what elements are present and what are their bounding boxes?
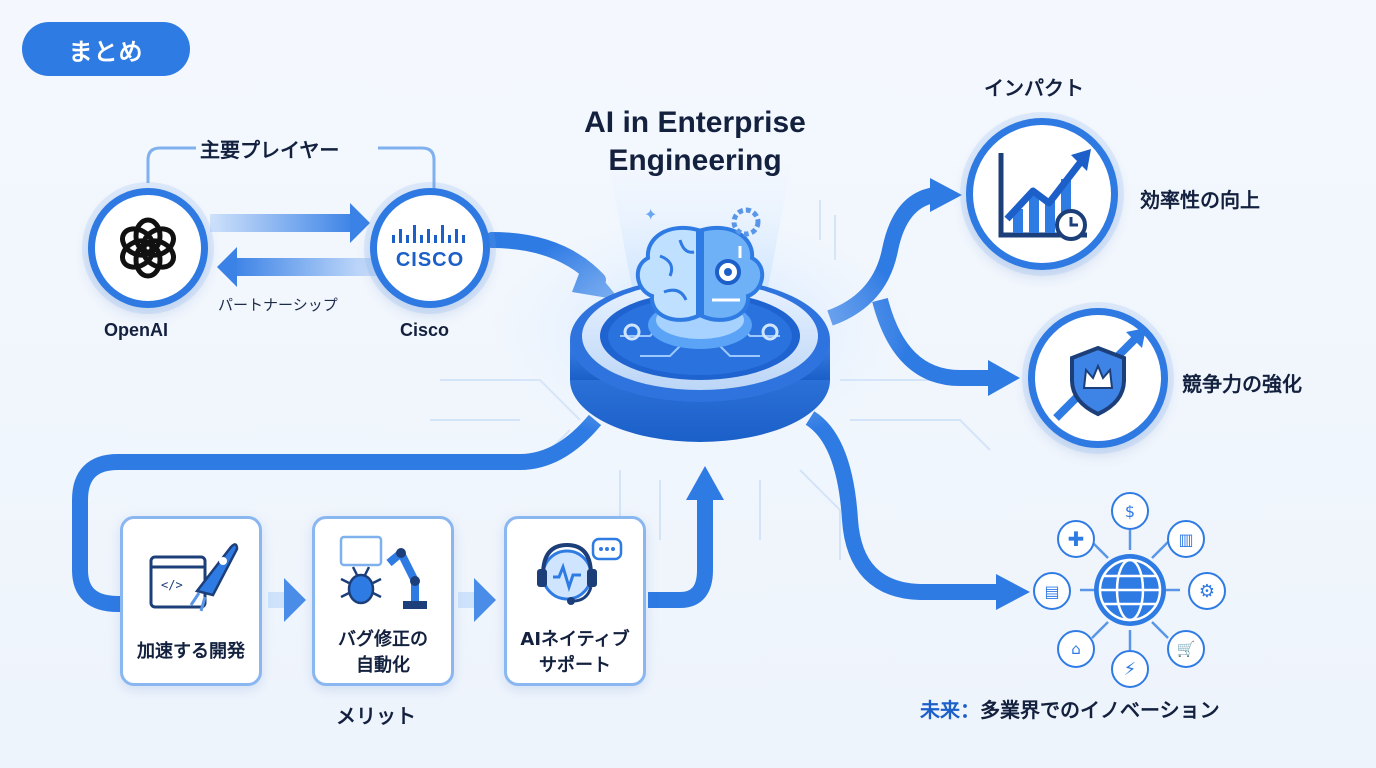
- settings-gear-icon: ⚙: [1188, 572, 1226, 610]
- future-label-prefix: 未来: [920, 698, 960, 722]
- medical-cross-icon: ✚: [1057, 520, 1095, 558]
- brain-chip-icon: ✦: [636, 205, 764, 322]
- future-globe-cluster: ✚ $ ▥ ▤ ⚙ ⌂ 🛒 ⚡: [1030, 490, 1240, 690]
- merit-card-fast-dev-label: 加速する開発: [137, 641, 245, 662]
- hand-coin-icon: $: [1111, 492, 1149, 530]
- factory-icon: ⌂: [1057, 630, 1095, 668]
- svg-text:✦: ✦: [644, 205, 657, 224]
- arrow-left-shaft: [232, 258, 378, 276]
- impact-heading: インパクト: [984, 76, 1084, 100]
- globe-arrows: [1080, 530, 1180, 650]
- efficiency-label: 効率性の向上: [1140, 188, 1260, 212]
- openai-label: OpenAI: [104, 320, 169, 340]
- merit-card-ai-support: AIネイティブ サポート: [504, 516, 646, 686]
- svg-text:</>: </>: [161, 578, 183, 592]
- efficiency-circle: [966, 118, 1118, 270]
- bug-robot-arm-icon: [339, 535, 427, 609]
- page-title: AI in Enterprise Engineering: [584, 106, 806, 177]
- merits-heading: メリット: [336, 704, 416, 728]
- players-bracket: [146, 146, 436, 190]
- merit-card-ai-support-line2: サポート: [539, 655, 611, 676]
- rocket-code-icon: </>: [149, 543, 239, 612]
- cisco-logo-text: CISCO: [395, 248, 465, 271]
- competitiveness-label: 競争力の強化: [1182, 372, 1302, 396]
- shield-crown-icon: [1053, 328, 1146, 421]
- ai-hub-platform: [570, 278, 830, 442]
- future-label: 未来：多業界でのイノベーション: [920, 694, 1220, 723]
- merit-card-fast-dev: </> 加速する開発: [120, 516, 262, 686]
- openai-logo-circle: [88, 188, 208, 308]
- cisco-logo-circle: CISCO: [370, 188, 490, 308]
- openai-logo: [120, 217, 176, 279]
- lightning-icon: ⚡: [1111, 650, 1149, 688]
- cisco-bars-icon: [392, 224, 465, 243]
- competitiveness-circle: [1028, 308, 1168, 448]
- headset-chat-icon: [537, 537, 623, 605]
- partnership-label: パートナーシップ: [218, 296, 338, 314]
- shopping-cart-icon: 🛒: [1167, 630, 1205, 668]
- future-label-rest: 多業界でのイノベーション: [980, 698, 1220, 722]
- summary-badge: まとめ: [22, 22, 190, 76]
- merit-card-bugfix: バグ修正の 自動化: [312, 516, 454, 686]
- arrow-right-head: [350, 203, 370, 243]
- arrow-right-shaft: [210, 214, 355, 232]
- merit-card-bugfix-line2: 自動化: [356, 655, 410, 676]
- merit-card-bugfix-line1: バグ修正の: [338, 629, 428, 650]
- bar-chart-icon: ▥: [1167, 520, 1205, 558]
- growth-chart-icon: [998, 149, 1091, 241]
- future-label-sep: ：: [960, 698, 980, 722]
- merit-card-ai-support-line1: AIネイティブ: [520, 629, 630, 650]
- arrow-left-head: [217, 247, 237, 287]
- cisco-label: Cisco: [400, 320, 450, 340]
- analytics-icon: ▤: [1033, 572, 1071, 610]
- players-heading: 主要プレイヤー: [200, 138, 340, 162]
